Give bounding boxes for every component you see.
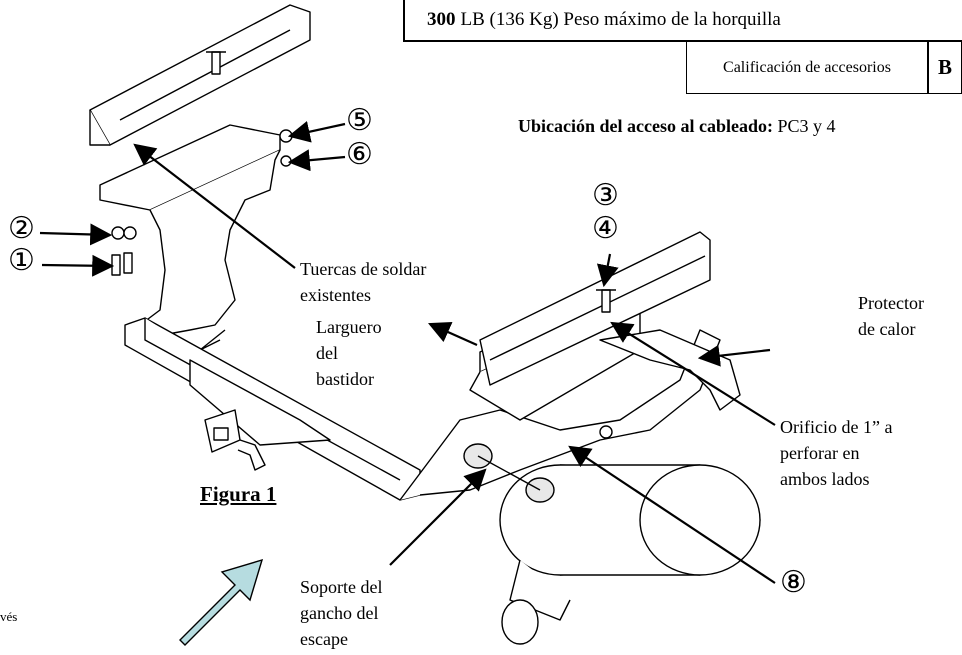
forward-arrow <box>179 558 264 646</box>
weld-nuts-line-2: existentes <box>300 285 371 305</box>
capacity-box: 300 LB (136 Kg) Peso máximo de la horqui… <box>403 0 962 42</box>
frame-rail-line-3: bastidor <box>316 369 374 389</box>
rating-label: Calificación de accesorios <box>687 42 929 93</box>
weld-nuts-line-1: Tuercas de soldar <box>300 259 427 279</box>
drill-hole-line-3: ambos lados <box>780 469 870 489</box>
rating-value: B <box>937 55 952 79</box>
bolts <box>111 51 616 439</box>
left-bracket <box>99 124 281 351</box>
drill-hole-line-2: perforar en <box>780 443 860 463</box>
frame-rail-line-2: del <box>316 343 338 363</box>
right-frame-rail <box>479 231 711 386</box>
capacity-text: LB (136 Kg) Peso máximo de la horquilla <box>460 9 781 30</box>
callout-number-2: ② <box>8 212 35 245</box>
exhaust-hanger-rubbers <box>463 443 555 503</box>
exhaust-bracket-callout: Soporte del gancho del escape <box>300 574 383 652</box>
callout-number-5: ⑤ <box>346 104 373 137</box>
wiring-location: Ubicación del acceso al cableado: PC3 y … <box>518 116 836 137</box>
wiring-value: PC3 y 4 <box>777 116 836 136</box>
drill-hole-line-1: Orificio de 1” a <box>780 417 893 437</box>
callout-number-8: ⑧ <box>780 566 807 599</box>
exhaust-bracket-line-1: Soporte del <box>300 577 383 597</box>
drill-hole-callout: Orificio de 1” a perforar en ambos lados <box>780 414 892 492</box>
heat-shield-callout: Protector de calor <box>858 290 924 342</box>
callout-number-4: ④ <box>592 212 619 245</box>
wiring-label: Ubicación del acceso al cableado: <box>518 116 773 136</box>
callout-number-3: ③ <box>592 179 619 212</box>
heat-shield-line-2: de calor <box>858 319 916 339</box>
weld-nuts-callout: Tuercas de soldar existentes <box>300 256 426 308</box>
callout-number-1: ① <box>8 244 35 277</box>
cross-tube <box>124 317 421 501</box>
exhaust-bracket-line-2: gancho del <box>300 603 379 623</box>
frame-rail-callout: Larguero del bastidor <box>316 314 382 392</box>
figure-label: Figura 1 <box>200 482 277 506</box>
receiver-tube <box>204 409 266 471</box>
cut-off-text: vés <box>0 609 18 624</box>
frame-rail-line-1: Larguero <box>316 317 382 337</box>
exhaust-bracket-line-3: escape <box>300 629 348 649</box>
callout-number-6: ⑥ <box>346 138 373 171</box>
capacity-value: 300 <box>427 9 456 30</box>
heat-shield-line-1: Protector <box>858 293 924 313</box>
left-frame-rail <box>89 4 311 146</box>
